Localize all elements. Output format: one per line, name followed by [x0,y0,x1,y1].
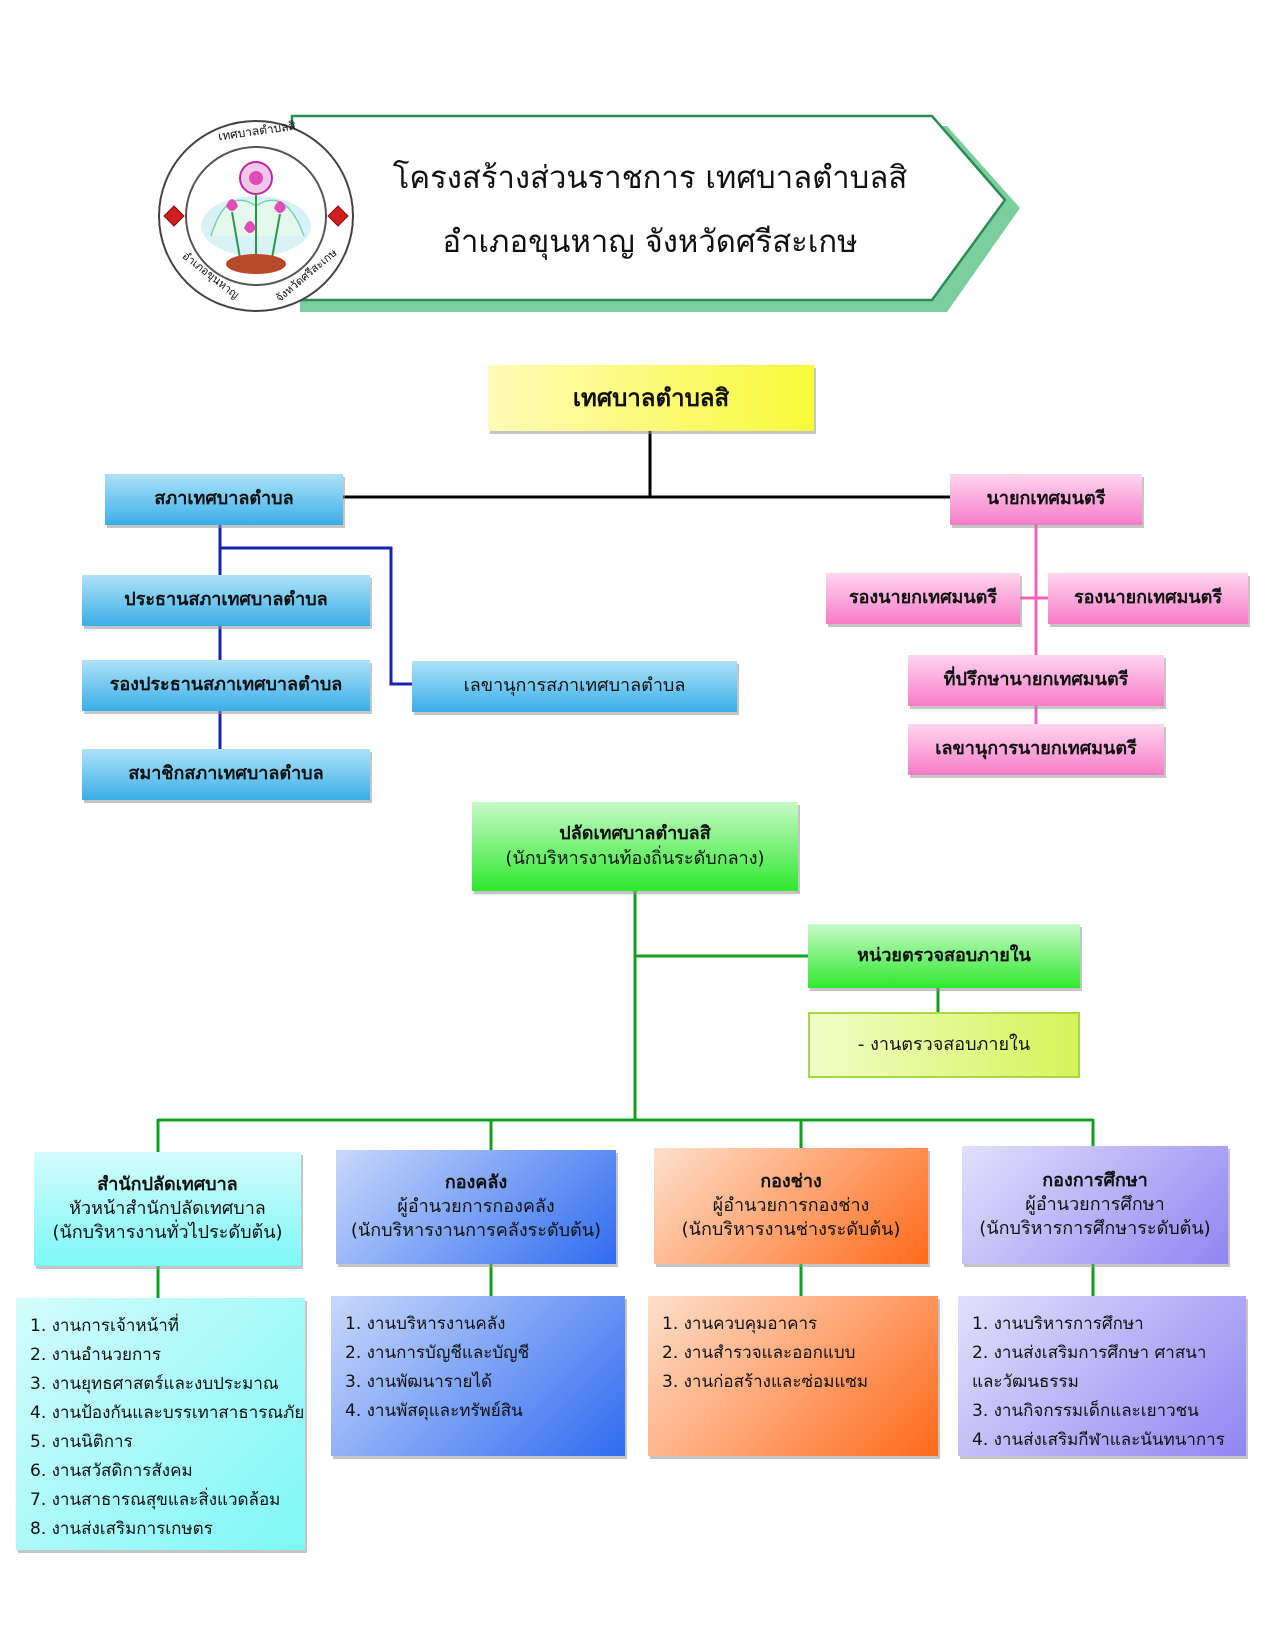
deputy-mayor-left-label: รองนายกเทศมนตรี [848,587,998,609]
dept-office-of-clerk-task-list: 1. งานการเจ้าหน้าที่ 2. งานอำนวยการ 3. ง… [16,1298,305,1550]
council-members-label: สมาชิกสภาเทศบาลตำบล [128,763,324,785]
dept-title: กองช่าง [760,1170,822,1192]
internal-audit-title: หน่วยตรวจสอบภายใน [857,944,1031,966]
internal-audit-task-node: - งานตรวจสอบภายใน [808,1012,1080,1078]
dept-head: ผู้อำนวยการกองช่าง [712,1194,870,1216]
dept-title: กองการศึกษา [1042,1169,1148,1191]
council-secretary-node: เลขานุการสภาเทศบาลตำบล [412,661,737,712]
municipal-clerk-subtitle: (นักบริหารงานท้องถิ่นระดับกลาง) [505,847,765,869]
task-item: 2. งานการบัญชีและบัญชี [345,1343,530,1363]
task-item: 1. งานการเจ้าหน้าที่ [30,1316,179,1336]
mayor-advisor-node: ที่ปรึกษานายกเทศมนตรี [908,655,1164,706]
task-item: 6. งานสวัสดิการสังคม [30,1461,193,1481]
dept-finance-node: กองคลัง ผู้อำนวยการกองคลัง (นักบริหารงาน… [336,1150,616,1264]
task-item: 8. งานส่งเสริมการเกษตร [30,1519,213,1539]
task-item: 1. งานบริหารงานคลัง [345,1314,506,1334]
dept-title: สำนักปลัดเทศบาล [97,1173,238,1195]
task-item: 1. งานบริหารการศึกษา [972,1314,1144,1334]
dept-level: (นักบริหารงานการคลังระดับต้น) [350,1220,602,1242]
internal-audit-task-label: - งานตรวจสอบภายใน [857,1033,1031,1055]
task-item: 4. งานพัสดุและทรัพย์สิน [345,1401,523,1421]
council-vice-chair-node: รองประธานสภาเทศบาลตำบล [82,660,370,711]
dept-education-task-list: 1. งานบริหารการศึกษา 2. งานส่งเสริมการศึ… [958,1296,1246,1456]
dept-head: ผู้อำนวยการศึกษา [1025,1193,1165,1215]
mayor-node: นายกเทศมนตรี [950,474,1142,525]
dept-level: (นักบริหารงานทั่วไประดับต้น) [52,1222,283,1244]
dept-level: (นักบริหารงานช่างระดับต้น) [681,1219,901,1241]
internal-audit-node: หน่วยตรวจสอบภายใน [808,924,1080,988]
council-node: สภาเทศบาลตำบล [105,474,343,525]
task-item: 4. งานป้องกันและบรรเทาสาธารณภัย [30,1403,305,1423]
task-item: 3. งานยุทธศาสตร์และงบประมาณ [30,1374,279,1394]
task-item: 2. งานสำรวจและออกแบบ [662,1343,856,1363]
council-chair-node: ประธานสภาเทศบาลตำบล [82,575,370,626]
deputy-mayor-right-node: รองนายกเทศมนตรี [1048,573,1248,624]
council-members-node: สมาชิกสภาเทศบาลตำบล [82,749,370,800]
task-item: 5. งานนิติการ [30,1432,133,1452]
municipal-clerk-title: ปลัดเทศบาลตำบลสิ [559,823,711,845]
top-node-label: เทศบาลตำบลสิ [572,383,730,412]
deputy-mayor-left-node: รองนายกเทศมนตรี [826,573,1020,624]
dept-education-node: กองการศึกษา ผู้อำนวยการศึกษา (นักบริหารก… [962,1146,1228,1264]
task-item: 2. งานส่งเสริมการศึกษา ศาสนา [972,1343,1207,1363]
deputy-mayor-right-label: รองนายกเทศมนตรี [1073,587,1223,609]
task-item: 4. งานส่งเสริมกีฬาและนันทนาการ [972,1430,1225,1450]
mayor-secretary-label: เลขานุการนายกเทศมนตรี [935,738,1137,760]
council-label: สภาเทศบาลตำบล [154,488,294,510]
dept-level: (นักบริหารการศึกษาระดับต้น) [979,1218,1211,1240]
council-chair-label: ประธานสภาเทศบาลตำบล [124,589,328,611]
task-item: และวัฒนธรรม [972,1372,1079,1392]
task-item: 3. งานพัฒนารายได้ [345,1372,493,1392]
header-title-line1: โครงสร้างส่วนราชการ เทศบาลตำบลสิ [392,160,908,196]
dept-office-of-clerk-node: สำนักปลัดเทศบาล หัวหน้าสำนักปลัดเทศบาล (… [34,1152,301,1266]
header-title: โครงสร้างส่วนราชการ เทศบาลตำบลสิ อำเภอขุ… [340,140,960,280]
task-item: 2. งานอำนวยการ [30,1345,161,1365]
mayor-label: นายกเทศมนตรี [986,488,1106,510]
task-item: 3. งานก่อสร้างและซ่อมแซม [662,1372,869,1392]
task-item: 7. งานสาธารณสุขและสิ่งแวดล้อม [30,1490,281,1510]
municipal-clerk-node: ปลัดเทศบาลตำบลสิ (นักบริหารงานท้องถิ่นระ… [472,802,798,891]
top-node-municipality: เทศบาลตำบลสิ [488,365,814,431]
dept-finance-task-list: 1. งานบริหารงานคลัง 2. งานการบัญชีและบัญ… [331,1296,625,1456]
dept-head: หัวหน้าสำนักปลัดเทศบาล [69,1197,266,1219]
header-banner [290,114,1020,312]
dept-title: กองคลัง [444,1171,508,1193]
municipal-seal-logo: เทศบาลตำบลสิ อำเภอขุนหาญ จังหวัดศรีสะเกษ [156,116,356,316]
dept-engineering-node: กองช่าง ผู้อำนวยการกองช่าง (นักบริหารงาน… [654,1148,928,1264]
task-item: 1. งานควบคุมอาคาร [662,1314,818,1334]
mayor-advisor-label: ที่ปรึกษานายกเทศมนตรี [943,669,1129,691]
dept-engineering-task-list: 1. งานควบคุมอาคาร 2. งานสำรวจและออกแบบ 3… [648,1296,938,1456]
dept-head: ผู้อำนวยการกองคลัง [397,1195,555,1217]
council-secretary-label: เลขานุการสภาเทศบาลตำบล [463,675,686,697]
council-vice-chair-label: รองประธานสภาเทศบาลตำบล [109,674,343,696]
task-item: 3. งานกิจกรรมเด็กและเยาวชน [972,1401,1199,1421]
header-title-line2: อำเภอขุนหาญ จังหวัดศรีสะเกษ [442,224,858,260]
mayor-secretary-node: เลขานุการนายกเทศมนตรี [908,724,1164,775]
